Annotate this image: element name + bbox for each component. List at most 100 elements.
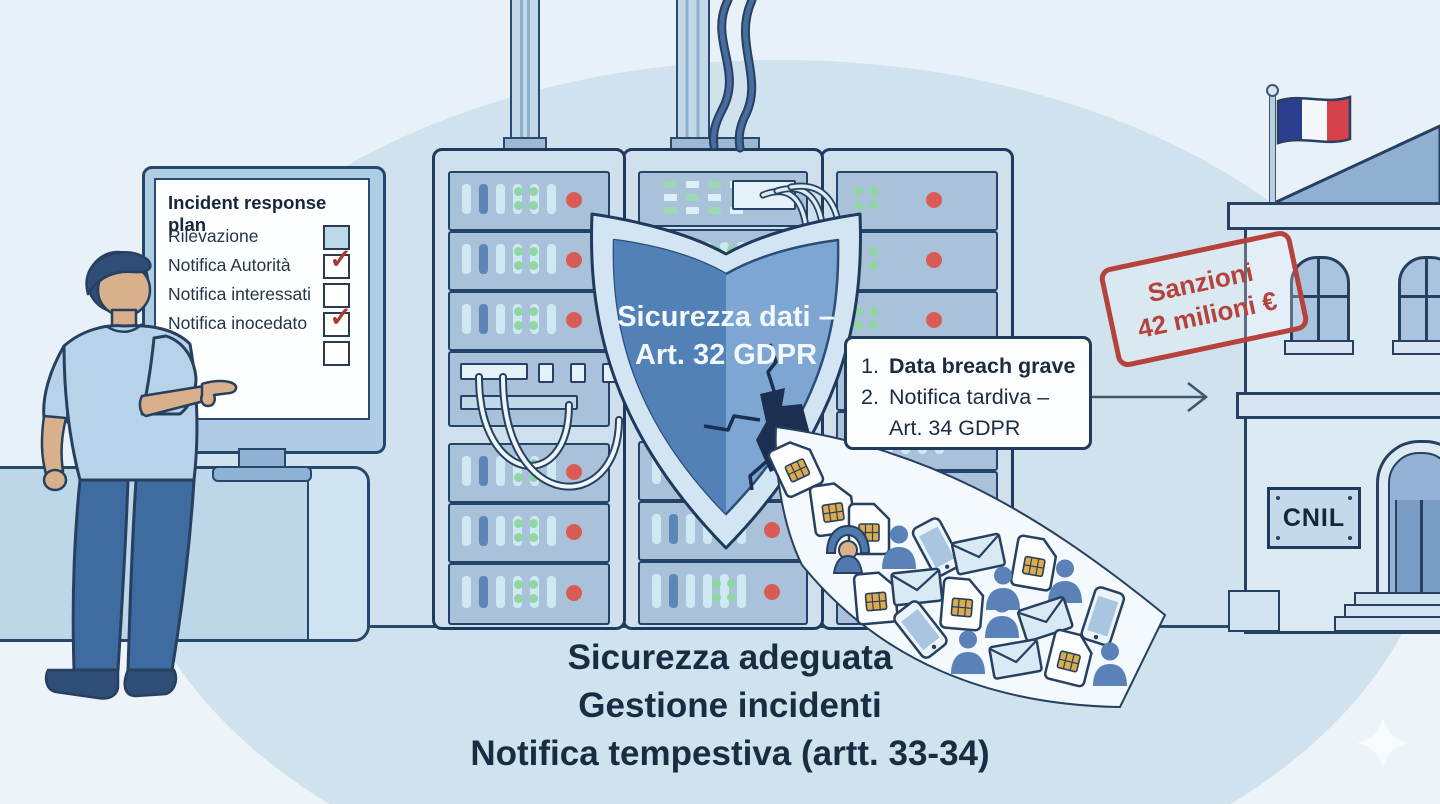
slot-bar bbox=[496, 516, 505, 546]
slot-bar bbox=[462, 184, 471, 214]
slot-bar bbox=[462, 516, 471, 546]
green-led bbox=[514, 580, 523, 589]
green-led bbox=[869, 321, 878, 330]
slot-bar bbox=[530, 516, 539, 546]
checklist-label: Rilevazione bbox=[168, 226, 259, 246]
cnil-sign-label: CNIL bbox=[1282, 503, 1346, 532]
shield-label: Sicurezza dati – Art. 32 GDPR bbox=[574, 298, 878, 374]
monitor-stand-base bbox=[212, 466, 312, 482]
checklist-label: Notifica interessati bbox=[168, 284, 311, 304]
person-icon bbox=[1090, 641, 1130, 692]
envelope-icon bbox=[949, 531, 1008, 582]
slot-bar bbox=[652, 514, 661, 544]
slot-bar bbox=[479, 516, 488, 546]
green-led bbox=[529, 519, 538, 528]
building-window bbox=[1398, 256, 1440, 346]
green-led bbox=[514, 594, 523, 603]
slot-bar bbox=[479, 576, 488, 608]
desk-side-panel bbox=[307, 469, 367, 639]
slot-bar bbox=[547, 244, 556, 274]
slot-bar bbox=[513, 576, 522, 608]
server-unit bbox=[448, 563, 610, 625]
green-led bbox=[727, 593, 736, 602]
green-led bbox=[869, 247, 878, 256]
green-led bbox=[869, 261, 878, 270]
slot-bar bbox=[496, 576, 505, 608]
server-unit bbox=[638, 561, 808, 625]
sim-icon bbox=[807, 479, 859, 544]
checkbox bbox=[323, 225, 350, 250]
green-led bbox=[529, 533, 538, 542]
green-led bbox=[529, 247, 538, 256]
checkbox bbox=[323, 254, 350, 279]
shield-label-line2: Art. 32 GDPR bbox=[634, 339, 818, 371]
caption-line2: Gestione incidenti bbox=[578, 686, 882, 725]
green-led bbox=[514, 473, 523, 482]
callout-number: 2. bbox=[861, 385, 879, 409]
slot-bar bbox=[703, 574, 712, 608]
sim-icon bbox=[1007, 533, 1061, 599]
sparkle-icon bbox=[1357, 717, 1409, 769]
server-unit bbox=[448, 171, 610, 231]
phone-icon bbox=[1076, 583, 1128, 653]
slot-bar bbox=[462, 456, 471, 486]
slot-bar bbox=[513, 184, 522, 214]
green-led bbox=[869, 307, 878, 316]
green-led bbox=[529, 473, 538, 482]
checklist-title: Incident response plan bbox=[168, 192, 327, 235]
green-led bbox=[529, 187, 538, 196]
checklist-row: Notifica inocedato✓ bbox=[168, 302, 360, 340]
flag-pole bbox=[1269, 92, 1276, 206]
red-led bbox=[566, 312, 582, 328]
green-led bbox=[869, 201, 878, 210]
patch-connector bbox=[460, 363, 528, 380]
green-led bbox=[514, 187, 523, 196]
vent-square bbox=[686, 207, 699, 214]
checkbox bbox=[323, 312, 350, 337]
green-led bbox=[514, 321, 523, 330]
green-led bbox=[529, 321, 538, 330]
green-led bbox=[514, 307, 523, 316]
green-led bbox=[869, 187, 878, 196]
green-led bbox=[529, 459, 538, 468]
red-led bbox=[764, 584, 780, 600]
green-led bbox=[529, 307, 538, 316]
slot-bar bbox=[547, 456, 556, 486]
green-led bbox=[727, 579, 736, 588]
slot-bar bbox=[496, 456, 505, 486]
slot-bar bbox=[720, 574, 729, 608]
slot-bar bbox=[686, 514, 695, 544]
callout-text: Art. 34 GDPR bbox=[889, 416, 1021, 440]
vent-square bbox=[664, 207, 677, 214]
callout-item-2: 2. Notifica tardiva – bbox=[861, 382, 1081, 413]
server-unit bbox=[836, 231, 998, 291]
slot-bar bbox=[479, 456, 488, 486]
slot-bar bbox=[513, 244, 522, 274]
cnil-sign: CNIL bbox=[1267, 487, 1361, 549]
slot-bar bbox=[530, 304, 539, 334]
vent-square bbox=[730, 207, 743, 214]
vent-square bbox=[686, 181, 699, 188]
vent-square bbox=[686, 194, 699, 201]
green-led bbox=[529, 201, 538, 210]
caption-line3: Notifica tempestiva (artt. 33-34) bbox=[470, 734, 990, 773]
vent-square bbox=[664, 181, 677, 188]
green-led bbox=[854, 187, 863, 196]
arrow-to-cnil bbox=[1092, 381, 1209, 413]
green-led bbox=[529, 594, 538, 603]
server-pipe bbox=[676, 0, 710, 142]
building-cornice bbox=[1236, 392, 1440, 419]
slot-bar bbox=[479, 184, 488, 214]
slot-bar bbox=[513, 304, 522, 334]
slot-bar bbox=[547, 184, 556, 214]
person-icon bbox=[879, 524, 919, 575]
red-led bbox=[926, 252, 942, 268]
green-led bbox=[514, 261, 523, 270]
server-unit bbox=[448, 503, 610, 563]
slot-bar bbox=[462, 576, 471, 608]
green-led bbox=[529, 580, 538, 589]
server-unit bbox=[836, 171, 998, 231]
slot-bar bbox=[513, 516, 522, 546]
vent-square bbox=[664, 194, 677, 201]
